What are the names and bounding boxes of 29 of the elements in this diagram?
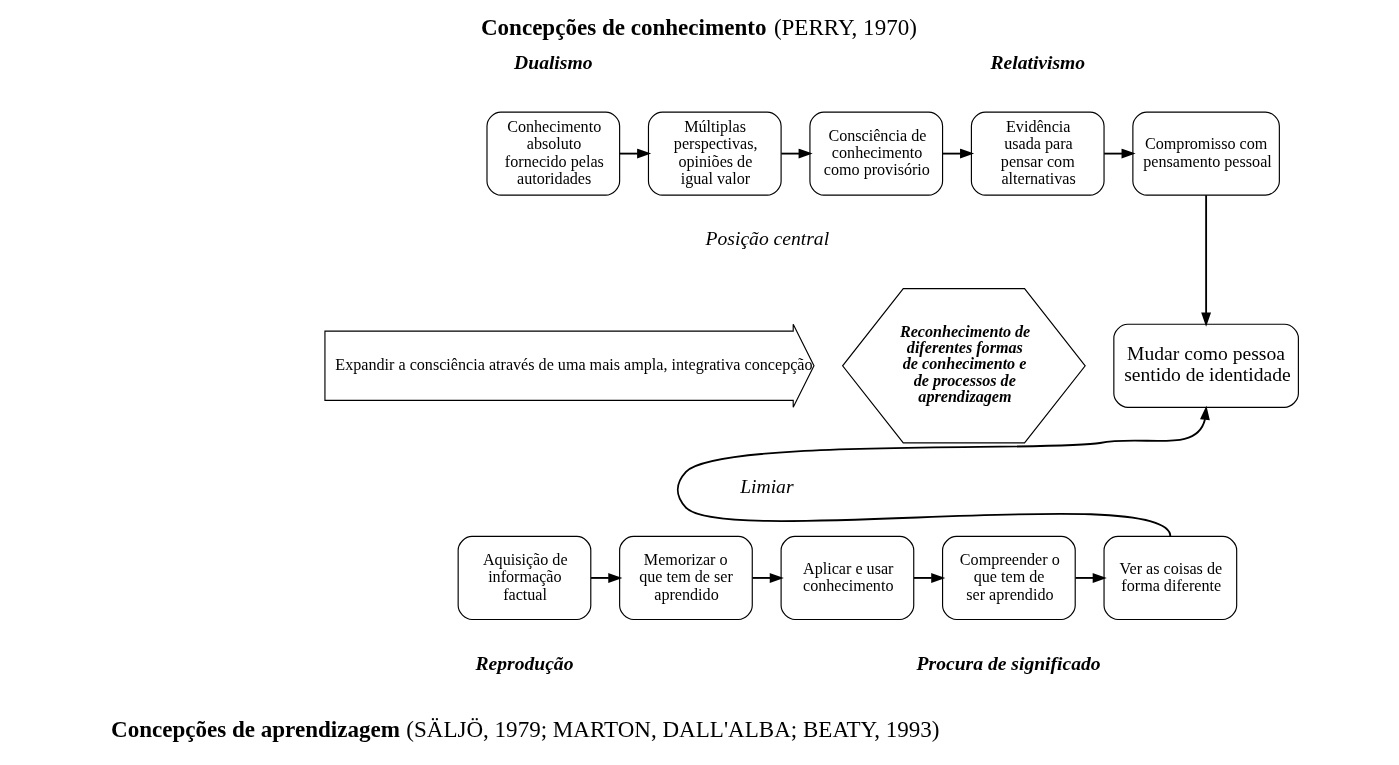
- node-box: Ver as coisas de forma diferente: [1103, 535, 1238, 621]
- diagram-title: Concepções de conhecimento (PERRY, 1970): [480, 13, 917, 40]
- node-box: Conhecimento absoluto fornecido pelas autoridades: [486, 111, 621, 196]
- arrow: [751, 573, 784, 583]
- node-box: Evidência usada para pensar com alternativas: [970, 111, 1105, 196]
- label: Relativismo: [990, 51, 1086, 73]
- node-box: Aquisição de informação factual: [457, 535, 592, 621]
- arrow: [618, 148, 652, 159]
- node-box: Memorizar o que tem de ser aprendido: [619, 535, 753, 621]
- arrow: [941, 148, 975, 159]
- label: Dualismo: [514, 51, 593, 73]
- arrow: [913, 573, 946, 583]
- node-box: Múltiplas perspectivas, opiniões de igual valor: [647, 111, 782, 196]
- label: Limiar: [740, 476, 794, 498]
- node-box: Aplicar e usar conhecimento: [780, 535, 915, 621]
- label: Reprodução: [475, 652, 574, 674]
- arrow: [1074, 573, 1107, 583]
- node-box: Mudar como pessoa sentido de identidade: [1113, 323, 1299, 408]
- label: Posição central: [705, 228, 830, 250]
- arrow: [676, 405, 1210, 538]
- caption: Concepções de aprendizagem (SÄLJÖ, 1979; MARTON, DALL'ALBA; BEATY, 1993): [110, 716, 940, 743]
- node-box: Compromisso com pensamento pessoal: [1132, 111, 1280, 196]
- arrow: [1103, 148, 1136, 159]
- label: Procura de significado: [916, 652, 1101, 674]
- node-box: Consciência de conhecimento como provisório: [809, 111, 944, 196]
- arrow: [1201, 194, 1212, 327]
- node-box: Compreender o que tem de ser aprendido: [942, 535, 1076, 621]
- arrow: [780, 148, 813, 159]
- arrow: [590, 573, 623, 583]
